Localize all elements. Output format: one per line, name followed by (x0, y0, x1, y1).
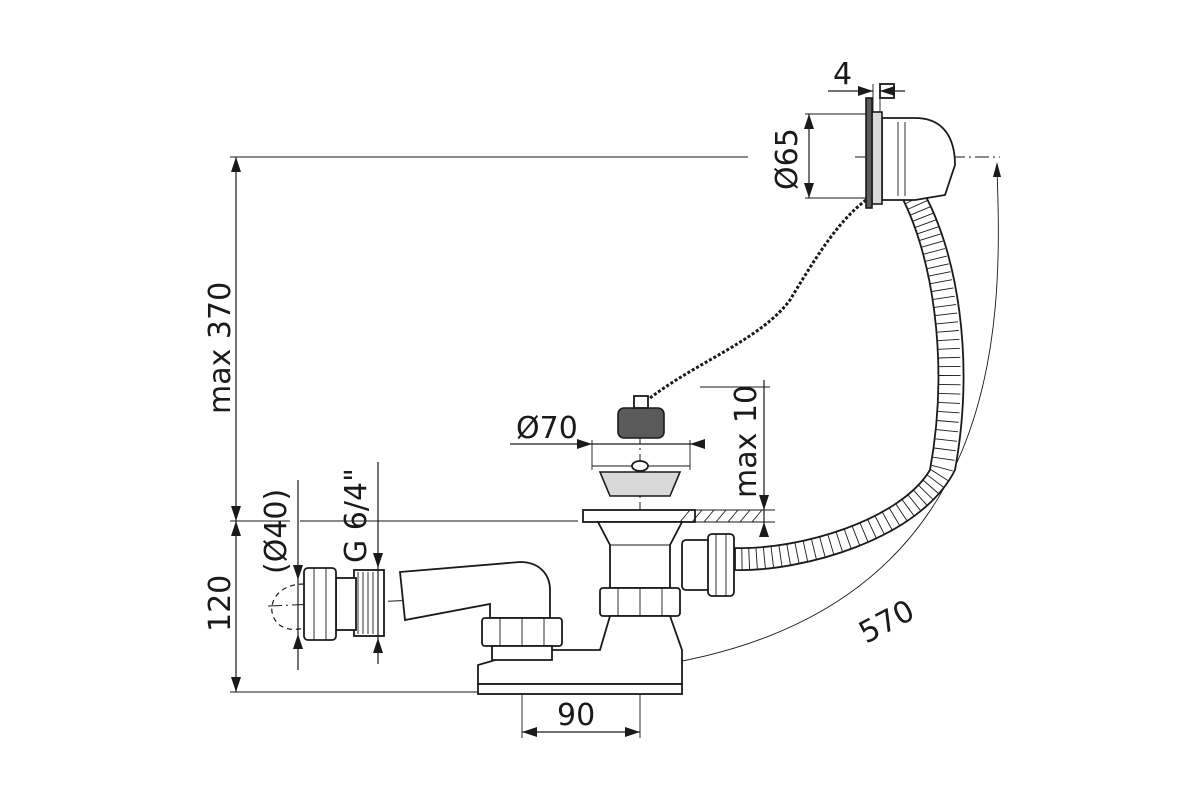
hose-rib (937, 347, 960, 350)
hose-rib (843, 528, 852, 550)
label-overflow-plate: 4 (833, 57, 852, 92)
label-overflow-diameter: Ø65 (770, 128, 805, 190)
hose-rib (827, 533, 835, 555)
hose-rib (938, 392, 961, 395)
label-trap-offset: 90 (557, 698, 595, 733)
hose-rib (778, 544, 783, 567)
hose-rib (755, 547, 758, 570)
hose-rib (923, 248, 946, 255)
hose-rib (933, 295, 955, 300)
hose-rib (936, 429, 959, 433)
overflow-head (865, 83, 956, 209)
hose-rib (919, 233, 941, 241)
hose-rib (907, 199, 928, 210)
label-plug-diameter: Ø70 (516, 411, 578, 446)
hose-rib (926, 473, 945, 488)
hose-rib (910, 206, 931, 216)
hose-rib (932, 456, 955, 461)
hose-rib (935, 312, 958, 317)
label-outlet-diameter: (Ø40) (259, 489, 294, 574)
hose-rib (818, 535, 826, 558)
hose-rib (794, 541, 800, 564)
hose-rib (859, 521, 869, 543)
hose-rib (927, 263, 949, 270)
hose-rib (937, 410, 960, 414)
hose-rib (786, 543, 791, 566)
hose-rib (851, 525, 861, 546)
hose-rib (835, 530, 844, 553)
hose-rib (906, 493, 922, 512)
drain-body (477, 460, 775, 695)
hose-rib (937, 401, 961, 404)
hose-rib (930, 279, 953, 285)
hose-rib (931, 287, 954, 292)
label-hose-length: 570 (853, 593, 920, 651)
hose-rib (888, 506, 901, 527)
dimension-lines (231, 86, 905, 737)
trap-elbow (399, 561, 563, 661)
label-plug-lift: max 10 (729, 385, 764, 498)
dimension-labels: 4 Ø65 max 370 Ø70 max 10 (Ø40) G 6/4" 12… (203, 57, 920, 733)
hose-rib (917, 226, 939, 235)
label-trap-height: 120 (203, 575, 238, 632)
hose-rib (915, 219, 936, 228)
hose-rib (925, 255, 948, 262)
hose-rib (770, 545, 775, 568)
hose-ribs (741, 187, 961, 571)
plug-chain (649, 198, 867, 400)
hose-rib (802, 540, 809, 562)
hose-rib (748, 547, 751, 570)
hose-rib (929, 468, 949, 482)
hose-rib (912, 488, 928, 507)
outlet-pipe (271, 567, 385, 641)
hose-rib (936, 420, 959, 423)
hose-rib (935, 438, 958, 442)
hose-rib (866, 518, 877, 539)
hose-connector (681, 533, 735, 597)
hose-rib (881, 510, 893, 531)
hose-rib (928, 271, 951, 277)
flexible-hose (734, 185, 965, 571)
label-outlet-thread: G 6/4" (339, 468, 374, 563)
hose-rib (922, 479, 940, 495)
hose-rib (921, 240, 944, 248)
hose-rib (901, 498, 915, 517)
hose-rib (934, 447, 956, 452)
hose-rib (936, 330, 959, 333)
hose-rib (936, 321, 959, 325)
label-height-total: max 370 (203, 282, 238, 414)
bath-floor-hatch (679, 509, 763, 523)
hose-rib (810, 538, 817, 560)
hose-rib (934, 304, 957, 308)
hose-rib (938, 356, 961, 359)
hose-rib (917, 484, 934, 501)
hose-rib (912, 212, 934, 222)
hose-rib (931, 464, 954, 472)
drain-plug (592, 395, 690, 467)
hose-rib (874, 514, 885, 535)
hose-rib (937, 338, 960, 342)
hose-rib (762, 546, 766, 569)
hose-rib (894, 502, 908, 522)
